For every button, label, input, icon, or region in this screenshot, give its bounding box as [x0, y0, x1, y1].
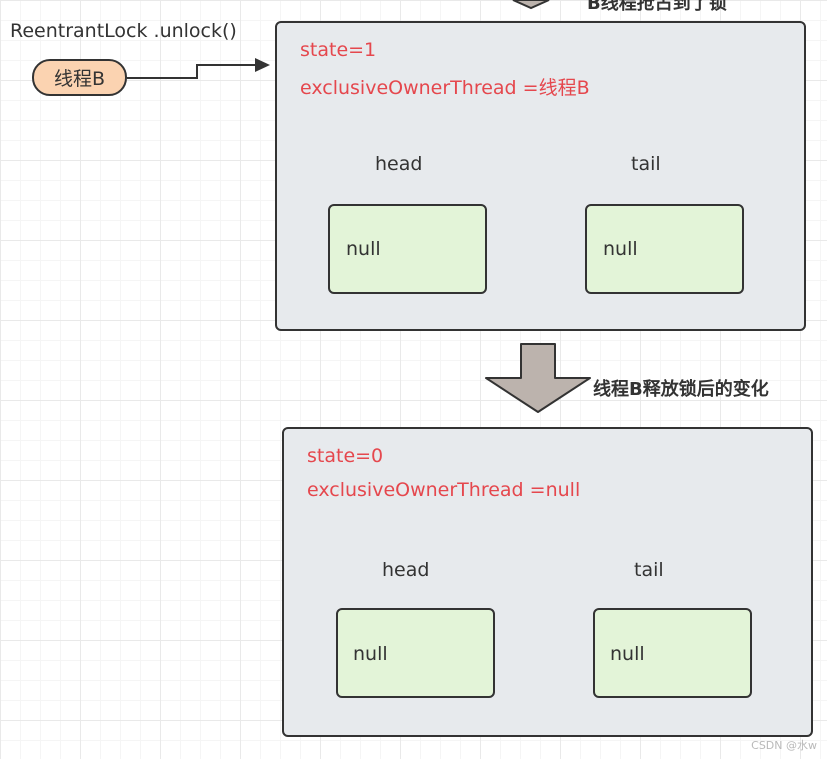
owner-after-text: exclusiveOwnerThread =null: [307, 479, 581, 501]
tail-value-before: null: [603, 238, 638, 260]
unlock-connector-line: [127, 64, 255, 79]
head-value-after: null: [353, 643, 388, 665]
top-caption: B线程抢占到了锁: [587, 0, 727, 14]
thread-b-node: 线程B: [32, 59, 127, 96]
tail-value-after: null: [610, 643, 645, 665]
head-label-before: head: [375, 153, 423, 175]
state-before-text: state=1: [300, 39, 377, 61]
transition-arrow: [485, 343, 591, 413]
head-node-after: [336, 608, 495, 698]
tail-label-before: tail: [631, 153, 661, 175]
head-label-after: head: [382, 559, 430, 581]
state-after-text: state=0: [307, 445, 384, 467]
csdn-watermark: CSDN @水w: [751, 739, 817, 752]
transition-caption: 线程B释放锁后的变化: [593, 379, 769, 400]
head-value-before: null: [346, 238, 381, 260]
top-transition-arrow: [512, 0, 550, 10]
tail-node-after: [593, 608, 752, 698]
tail-node-before: [585, 204, 744, 294]
owner-before-text: exclusiveOwnerThread =线程B: [300, 77, 590, 99]
unlock-connector-arrowhead: [255, 58, 270, 72]
thread-b-label: 线程B: [53, 68, 106, 90]
tail-label-after: tail: [634, 559, 664, 581]
head-node-before: [328, 204, 487, 294]
unlock-call-label: ReentrantLock .unlock(): [10, 20, 237, 42]
